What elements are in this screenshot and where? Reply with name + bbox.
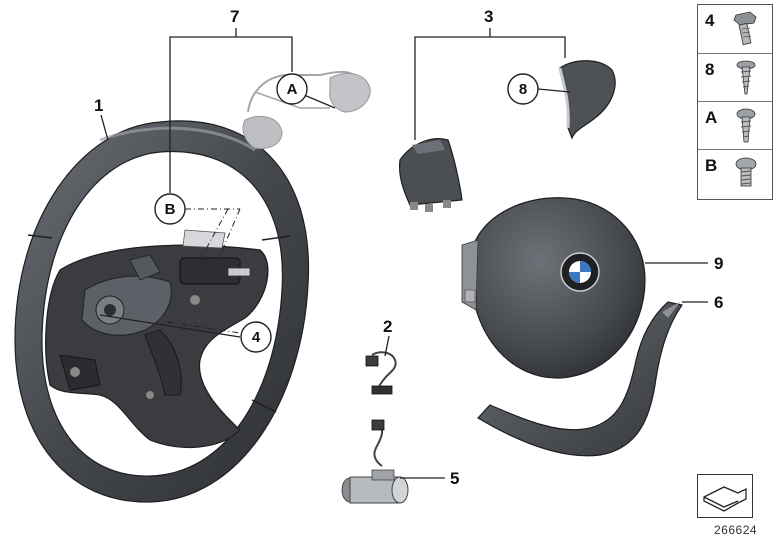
callout-6: 6 <box>714 293 723 312</box>
brand-emblem <box>560 252 600 292</box>
pan-head-screw-icon <box>736 108 756 143</box>
arrow-icon <box>703 486 747 512</box>
switch-cluster-ghost <box>242 70 371 149</box>
button-head-screw-icon <box>735 157 757 187</box>
flange-bolt-icon <box>733 11 757 46</box>
svg-text:A: A <box>287 81 298 98</box>
trim-cover-right <box>558 60 616 140</box>
trim-cover-left <box>398 138 463 212</box>
callout-9: 9 <box>714 254 723 273</box>
legend-key: 8 <box>705 60 715 79</box>
circle-callout-B: B <box>154 193 186 225</box>
callout-2: 2 <box>383 317 392 336</box>
circle-callout-4: 4 <box>240 321 272 353</box>
legend-row: A <box>698 101 772 149</box>
legend-row: B <box>698 149 772 197</box>
fastener-legend: 4 8 A B <box>697 4 773 200</box>
legend-key: 4 <box>705 11 715 30</box>
tapping-screw-icon <box>736 60 756 95</box>
svg-text:4: 4 <box>252 329 261 346</box>
callout-5: 5 <box>450 469 459 488</box>
lower-trim-cover <box>477 301 684 457</box>
legend-key: B <box>705 156 718 175</box>
callouts: 1 7 3 9 6 2 5 A B 8 4 <box>94 7 723 488</box>
airbag-module <box>461 197 646 379</box>
steering-wheel <box>14 120 310 503</box>
circle-callout-8: 8 <box>507 73 539 105</box>
svg-text:B: B <box>165 201 176 218</box>
legend-row: 8 <box>698 53 772 101</box>
legend-row: 4 <box>698 5 772 53</box>
reference-number: 266624 <box>714 523 758 537</box>
wiring-harness <box>365 351 397 395</box>
callout-7: 7 <box>230 7 239 26</box>
circle-callout-A: A <box>276 73 308 105</box>
callout-3: 3 <box>484 7 493 26</box>
svg-text:8: 8 <box>519 81 527 98</box>
vibration-motor <box>341 419 409 504</box>
legend-key: A <box>705 108 718 127</box>
callout-1: 1 <box>94 96 103 115</box>
leader-lines <box>99 28 708 479</box>
navigation-arrow-box[interactable] <box>697 474 753 518</box>
